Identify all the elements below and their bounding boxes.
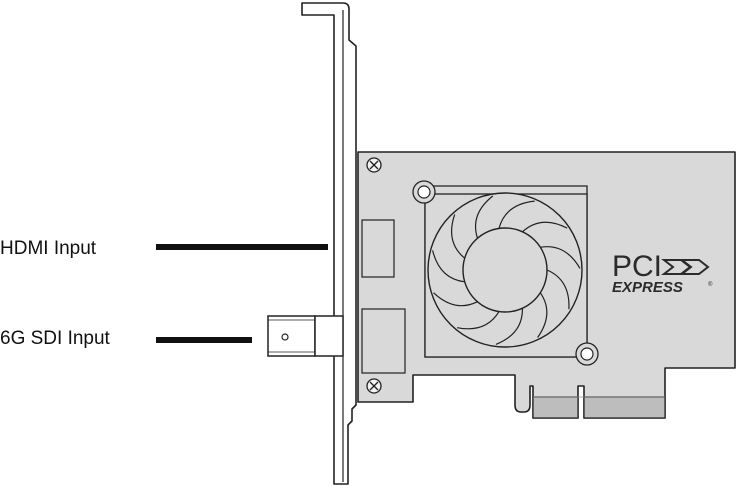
- fan-blade: [498, 200, 535, 229]
- hdmi-port-housing: [361, 219, 395, 278]
- fan-blade: [540, 246, 581, 269]
- fan-blade: [451, 214, 466, 259]
- sdi-input-label: 6G SDI Input: [0, 328, 111, 349]
- fan-blade: [456, 311, 500, 330]
- bnc-connector-body: [267, 315, 316, 357]
- fan-blade: [495, 308, 524, 345]
- fan-blade: [433, 292, 478, 307]
- fan-blade: [521, 221, 568, 233]
- express-logo-text: EXPRESS: [612, 279, 683, 296]
- sdi-port-housing: [361, 308, 406, 374]
- bnc-connector-collar: [314, 315, 344, 357]
- fan-blade: [432, 250, 465, 283]
- edge-connector-right: [583, 396, 666, 419]
- fan-blade: [537, 292, 548, 338]
- registered-mark: ®: [708, 281, 713, 288]
- edge-connector-left: [532, 396, 579, 419]
- screw-icon: [366, 157, 382, 173]
- screw-icon: [366, 378, 382, 394]
- pci-logo-text: PCI: [612, 250, 662, 283]
- sdi-leader-line: [156, 337, 252, 343]
- fan-blade: [474, 195, 494, 239]
- fan-icon: [412, 180, 599, 366]
- mounting-bracket: [301, 2, 357, 485]
- pci-express-logo-icon: PCI EXPRESS ®: [612, 250, 713, 296]
- fan-blade: [546, 269, 570, 310]
- hdmi-leader-line: [156, 244, 328, 250]
- hdmi-input-label: HDMI Input: [0, 238, 97, 259]
- bnc-pin-icon: [281, 333, 289, 341]
